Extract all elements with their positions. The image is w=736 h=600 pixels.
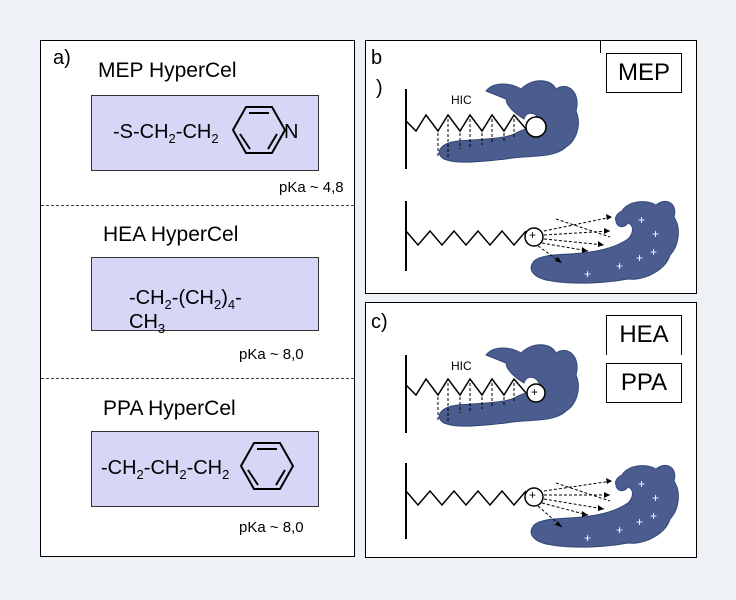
pyridine-ring-icon — [231, 106, 287, 154]
hea-ppa-binding-diagram — [405, 344, 679, 548]
protein-charge: + — [616, 523, 624, 537]
section-divider — [41, 378, 354, 379]
mep-binding-diagram — [405, 80, 679, 284]
panel-c-label: c) — [371, 311, 388, 333]
mep-formula: -S-CH2-CH2 — [113, 121, 219, 146]
protein-charge: + — [650, 509, 658, 523]
hic-label: HIC — [451, 359, 472, 373]
hea-formula-line1: -CH2-(CH2)4- — [129, 287, 242, 312]
panel-b-label-paren: ) — [376, 77, 383, 99]
protein-charge: + — [650, 245, 658, 259]
mep-pka: pKa ~ 4,8 — [279, 179, 344, 196]
hea-structure-box — [91, 257, 319, 331]
protein-charge: + — [638, 477, 646, 491]
ligand-charge: + — [529, 488, 537, 502]
ppa-formula: -CH2-CH2-CH2 — [101, 457, 230, 482]
mep-tag: MEP — [606, 53, 682, 93]
section-divider — [41, 205, 354, 206]
hic-label: HIC — [451, 93, 472, 107]
ppa-tag: PPA — [606, 363, 682, 403]
ppa-title: PPA HyperCel — [103, 397, 236, 420]
hea-formula-line2: CH3 — [129, 311, 166, 336]
protein-charge: + — [636, 251, 644, 265]
protein-charge: + — [616, 259, 624, 273]
protein-charge: + — [584, 531, 592, 545]
hea-tag: HEA — [606, 315, 682, 355]
protein-charge: + — [652, 227, 660, 241]
protein-charge: + — [636, 515, 644, 529]
panel-b: b ) MEP — [365, 40, 697, 294]
ligand-charge: + — [529, 228, 537, 242]
mep-structure-box — [91, 95, 319, 171]
panel-b-label: b — [371, 47, 383, 69]
protein-charge: + — [652, 491, 660, 505]
protein-charge: + — [584, 267, 592, 281]
ligand-charge: + — [531, 385, 539, 399]
panel-c: c) HEA PPA — [365, 302, 697, 558]
ppa-pka: pKa ~ 8,0 — [239, 519, 304, 536]
hea-title: HEA HyperCel — [103, 223, 239, 246]
panel-a-label: a) — [53, 47, 71, 69]
mep-title: MEP HyperCel — [98, 59, 237, 82]
panel-a: a) MEP HyperCel -S-CH2-CH2 N pKa ~ 4,8 H… — [40, 40, 355, 557]
protein-charge: + — [638, 213, 646, 227]
hea-pka: pKa ~ 8,0 — [239, 346, 304, 363]
pyridine-n-label: N — [284, 121, 299, 143]
benzene-ring-icon — [239, 442, 295, 490]
